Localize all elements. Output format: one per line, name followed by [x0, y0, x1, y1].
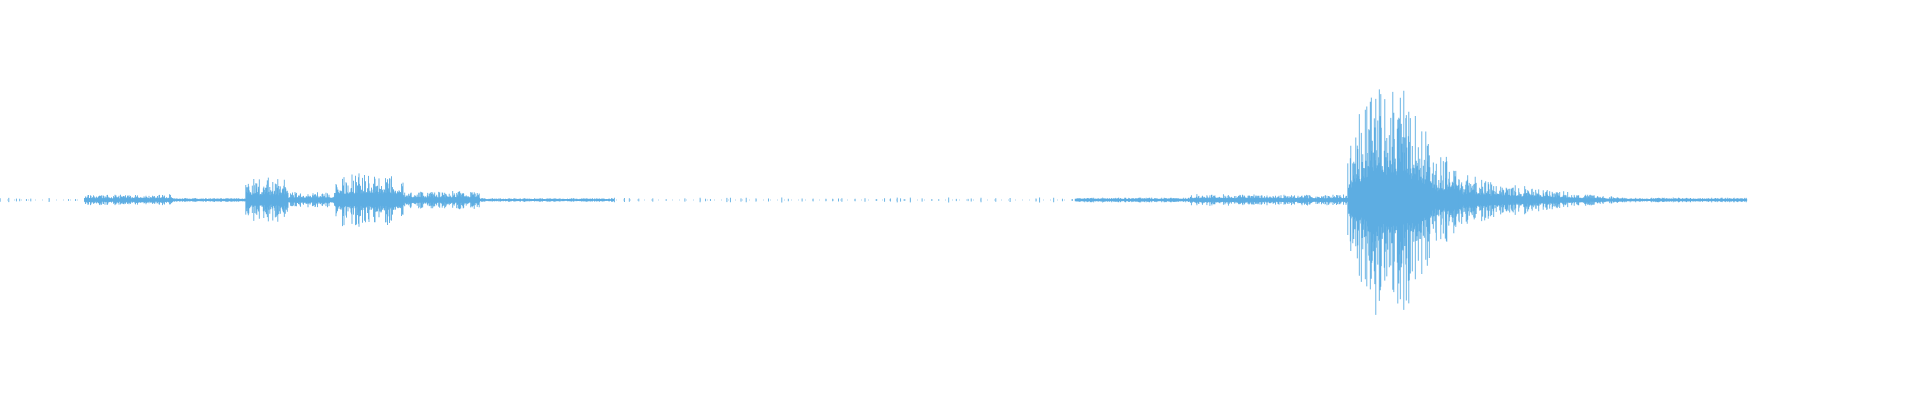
waveform-trace: [84, 194, 173, 206]
waveform-trace: [402, 191, 481, 210]
waveform-trace: [335, 173, 404, 227]
waveform-trace: [613, 197, 1073, 203]
waveform-trace: [1189, 194, 1249, 206]
waveform-trace: [1347, 89, 1460, 315]
waveform-segment-leading-silence: [0, 197, 77, 203]
waveform-trace: [172, 198, 246, 202]
waveform-segment-main-decay: [1458, 175, 1652, 224]
waveform-segment-main-burst: [1347, 89, 1460, 315]
waveform-segment-tail: [1650, 197, 1748, 203]
waveform-segment-rumble-3: [287, 192, 336, 208]
waveform-segment-burst-1: [245, 177, 289, 222]
waveform-segment-low-rumble-2: [172, 198, 246, 202]
waveform-trace: [1074, 197, 1191, 203]
waveform-segment-fade-1: [479, 198, 615, 202]
waveform-segment-sparse-noise-1: [613, 197, 1073, 203]
waveform-segment-rumble-4: [402, 191, 481, 210]
waveform-segment-burst-2: [335, 173, 404, 227]
waveform-segment-low-rumble-1: [84, 194, 173, 206]
waveform-trace: [245, 177, 289, 222]
waveform-trace: [1650, 197, 1748, 203]
waveform-trace: [479, 198, 615, 202]
waveform-trace: [0, 197, 77, 203]
waveform-trace: [1247, 194, 1348, 206]
waveform-trace: [287, 192, 336, 208]
waveform-segment-low-rumble-5: [1074, 197, 1191, 203]
waveform-segment-low-rumble-7: [1247, 194, 1348, 206]
waveform-segment-low-rumble-6: [1189, 194, 1249, 206]
waveform-trace: [1458, 175, 1652, 224]
